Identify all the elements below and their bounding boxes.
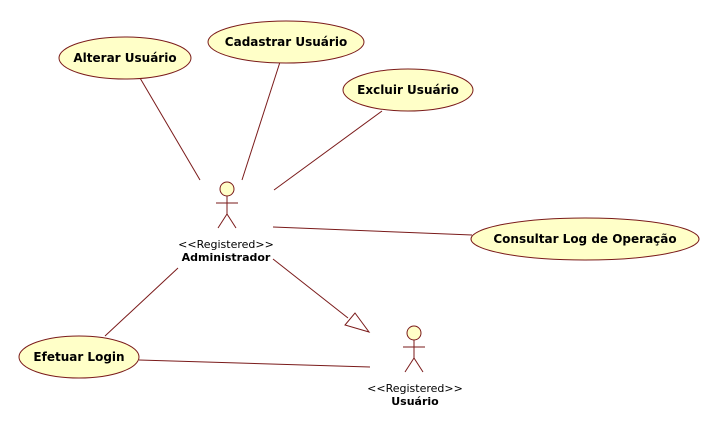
- association-admin-consultar[interactable]: [272, 226, 473, 236]
- use-case-label: Excluir Usuário: [357, 83, 459, 97]
- use-case-efetuar-login[interactable]: Efetuar Login: [18, 335, 140, 379]
- stick-figure-icon: [216, 181, 238, 229]
- association-admin-excluir[interactable]: [273, 110, 383, 191]
- actor-usuario[interactable]: <<Registered>> Usuário: [367, 325, 463, 408]
- use-case-label: Consultar Log de Operação: [493, 232, 676, 246]
- use-case-consultar-log[interactable]: Consultar Log de Operação: [470, 217, 700, 261]
- actor-stereotype: <<Registered>>: [367, 382, 463, 395]
- association-admin-alterar[interactable]: [139, 77, 201, 181]
- actor-stereotype: <<Registered>>: [178, 238, 274, 251]
- stick-figure-icon: [403, 325, 425, 373]
- actor-name: Usuário: [391, 395, 439, 408]
- use-case-label: Alterar Usuário: [73, 51, 176, 65]
- association-usuario-efetuar[interactable]: [138, 359, 371, 368]
- generalization-arrowhead: [344, 312, 371, 333]
- association-admin-efetuar[interactable]: [104, 267, 179, 337]
- actor-name: Administrador: [182, 251, 271, 264]
- use-case-excluir-usuario[interactable]: Excluir Usuário: [342, 68, 474, 112]
- association-admin-cadastrar[interactable]: [241, 61, 281, 181]
- use-case-alterar-usuario[interactable]: Alterar Usuário: [58, 36, 192, 80]
- generalization-admin-usuario[interactable]: [272, 258, 349, 319]
- use-case-cadastrar-usuario[interactable]: Cadastrar Usuário: [207, 20, 365, 64]
- use-case-label: Efetuar Login: [33, 350, 124, 364]
- use-case-label: Cadastrar Usuário: [225, 35, 347, 49]
- actor-administrador[interactable]: <<Registered>> Administrador: [178, 181, 274, 264]
